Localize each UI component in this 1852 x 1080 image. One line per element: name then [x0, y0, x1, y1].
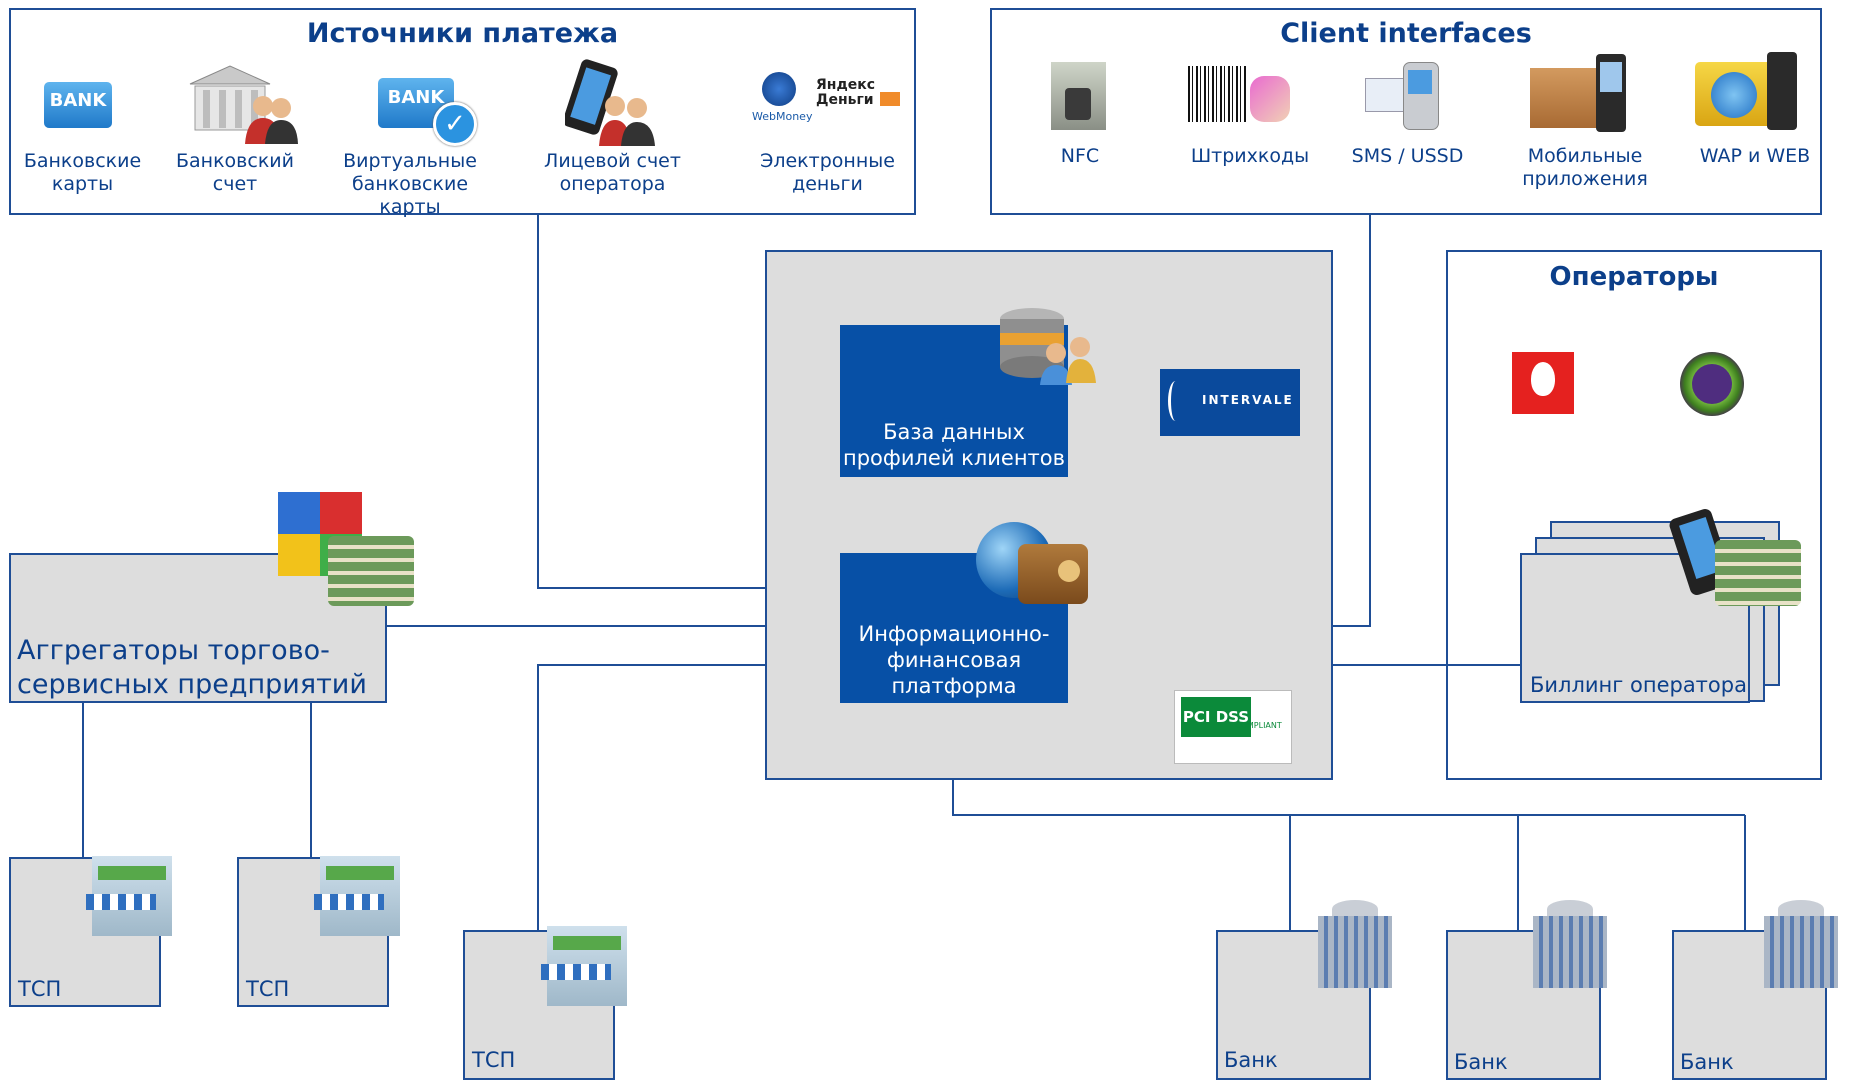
phone-money-icon	[1667, 507, 1805, 612]
e-money-icon: WebMoney Яндекс Деньги	[752, 70, 902, 126]
barcode-icon	[1188, 66, 1294, 128]
interface-label-mobile-apps: Мобильные приложения	[1522, 145, 1648, 190]
pci-dss-logo: PCI DSS COMPLIANT	[1174, 690, 1292, 764]
phone-user-icon	[562, 58, 659, 146]
bank-card-icon: BANK	[44, 82, 112, 128]
source-label-e-money: Электронные деньги	[760, 150, 895, 195]
intervale-logo: INTERVALE	[1160, 369, 1300, 436]
source-label-bank-account: Банковский счет	[175, 150, 295, 195]
interface-label-wap-web: WAP и WEB	[1699, 145, 1811, 167]
bank-label-2: Банк	[1454, 1050, 1508, 1074]
store-icon-3	[537, 920, 635, 1010]
bank-building-icon-1	[1310, 900, 1400, 992]
aggregator-label: Аггрегаторы торгово- сервисных предприят…	[17, 635, 367, 700]
merchant-label-1: ТСП	[18, 977, 62, 1001]
database-users-icon	[996, 303, 1101, 385]
mobile-app-icon	[1530, 54, 1630, 134]
client-interfaces-panel: Client interfaces	[990, 8, 1822, 215]
bank-building-icon-2	[1525, 900, 1615, 992]
payment-sources-panel: Источники платежа	[9, 8, 916, 215]
bank-label-1: Банк	[1224, 1048, 1278, 1072]
bank-building-icon-3	[1756, 900, 1846, 992]
operator-logo-red-icon	[1512, 352, 1574, 414]
operator-logo-green-icon	[1680, 352, 1744, 416]
nfc-icon	[1051, 62, 1106, 130]
bank-label-3: Банк	[1680, 1050, 1734, 1074]
client-interfaces-title: Client interfaces	[1280, 18, 1532, 49]
client-database-box: База данных профилей клиентов	[840, 325, 1068, 477]
merchant-label-3: ТСП	[472, 1048, 516, 1072]
merchant-label-2: ТСП	[246, 977, 290, 1001]
line-sources-to-platform	[537, 214, 840, 589]
source-label-virtual-cards: Виртуальные банковские карты	[343, 150, 477, 218]
store-icon-1	[82, 850, 180, 940]
aggregator-box: Аггрегаторы торгово- сервисных предприят…	[9, 553, 387, 703]
bank-box-3: Банк	[1672, 930, 1827, 1080]
operators-panel: Операторы	[1446, 250, 1822, 780]
sms-icon	[1365, 60, 1443, 132]
operator-billing-label: Биллинг оператора	[1530, 673, 1747, 697]
puzzle-money-icon	[272, 492, 417, 610]
line-platform-to-tsp3	[537, 664, 840, 1040]
interface-label-nfc: NFC	[1060, 145, 1100, 167]
bank-account-icon	[185, 62, 300, 144]
operators-title: Операторы	[1549, 262, 1719, 292]
store-icon-2	[310, 850, 408, 940]
source-label-operator-account: Лицевой счет оператора	[544, 150, 681, 195]
virtual-card-icon: BANK ✓	[378, 78, 478, 146]
globe-wallet-icon	[974, 522, 1094, 614]
source-label-bank-cards: Банковские карты	[23, 150, 142, 195]
interface-label-barcodes: Штрихкоды	[1190, 145, 1310, 167]
interface-label-sms: SMS / USSD	[1351, 145, 1464, 167]
payment-sources-title: Источники платежа	[306, 18, 619, 49]
web-icon	[1695, 52, 1800, 134]
